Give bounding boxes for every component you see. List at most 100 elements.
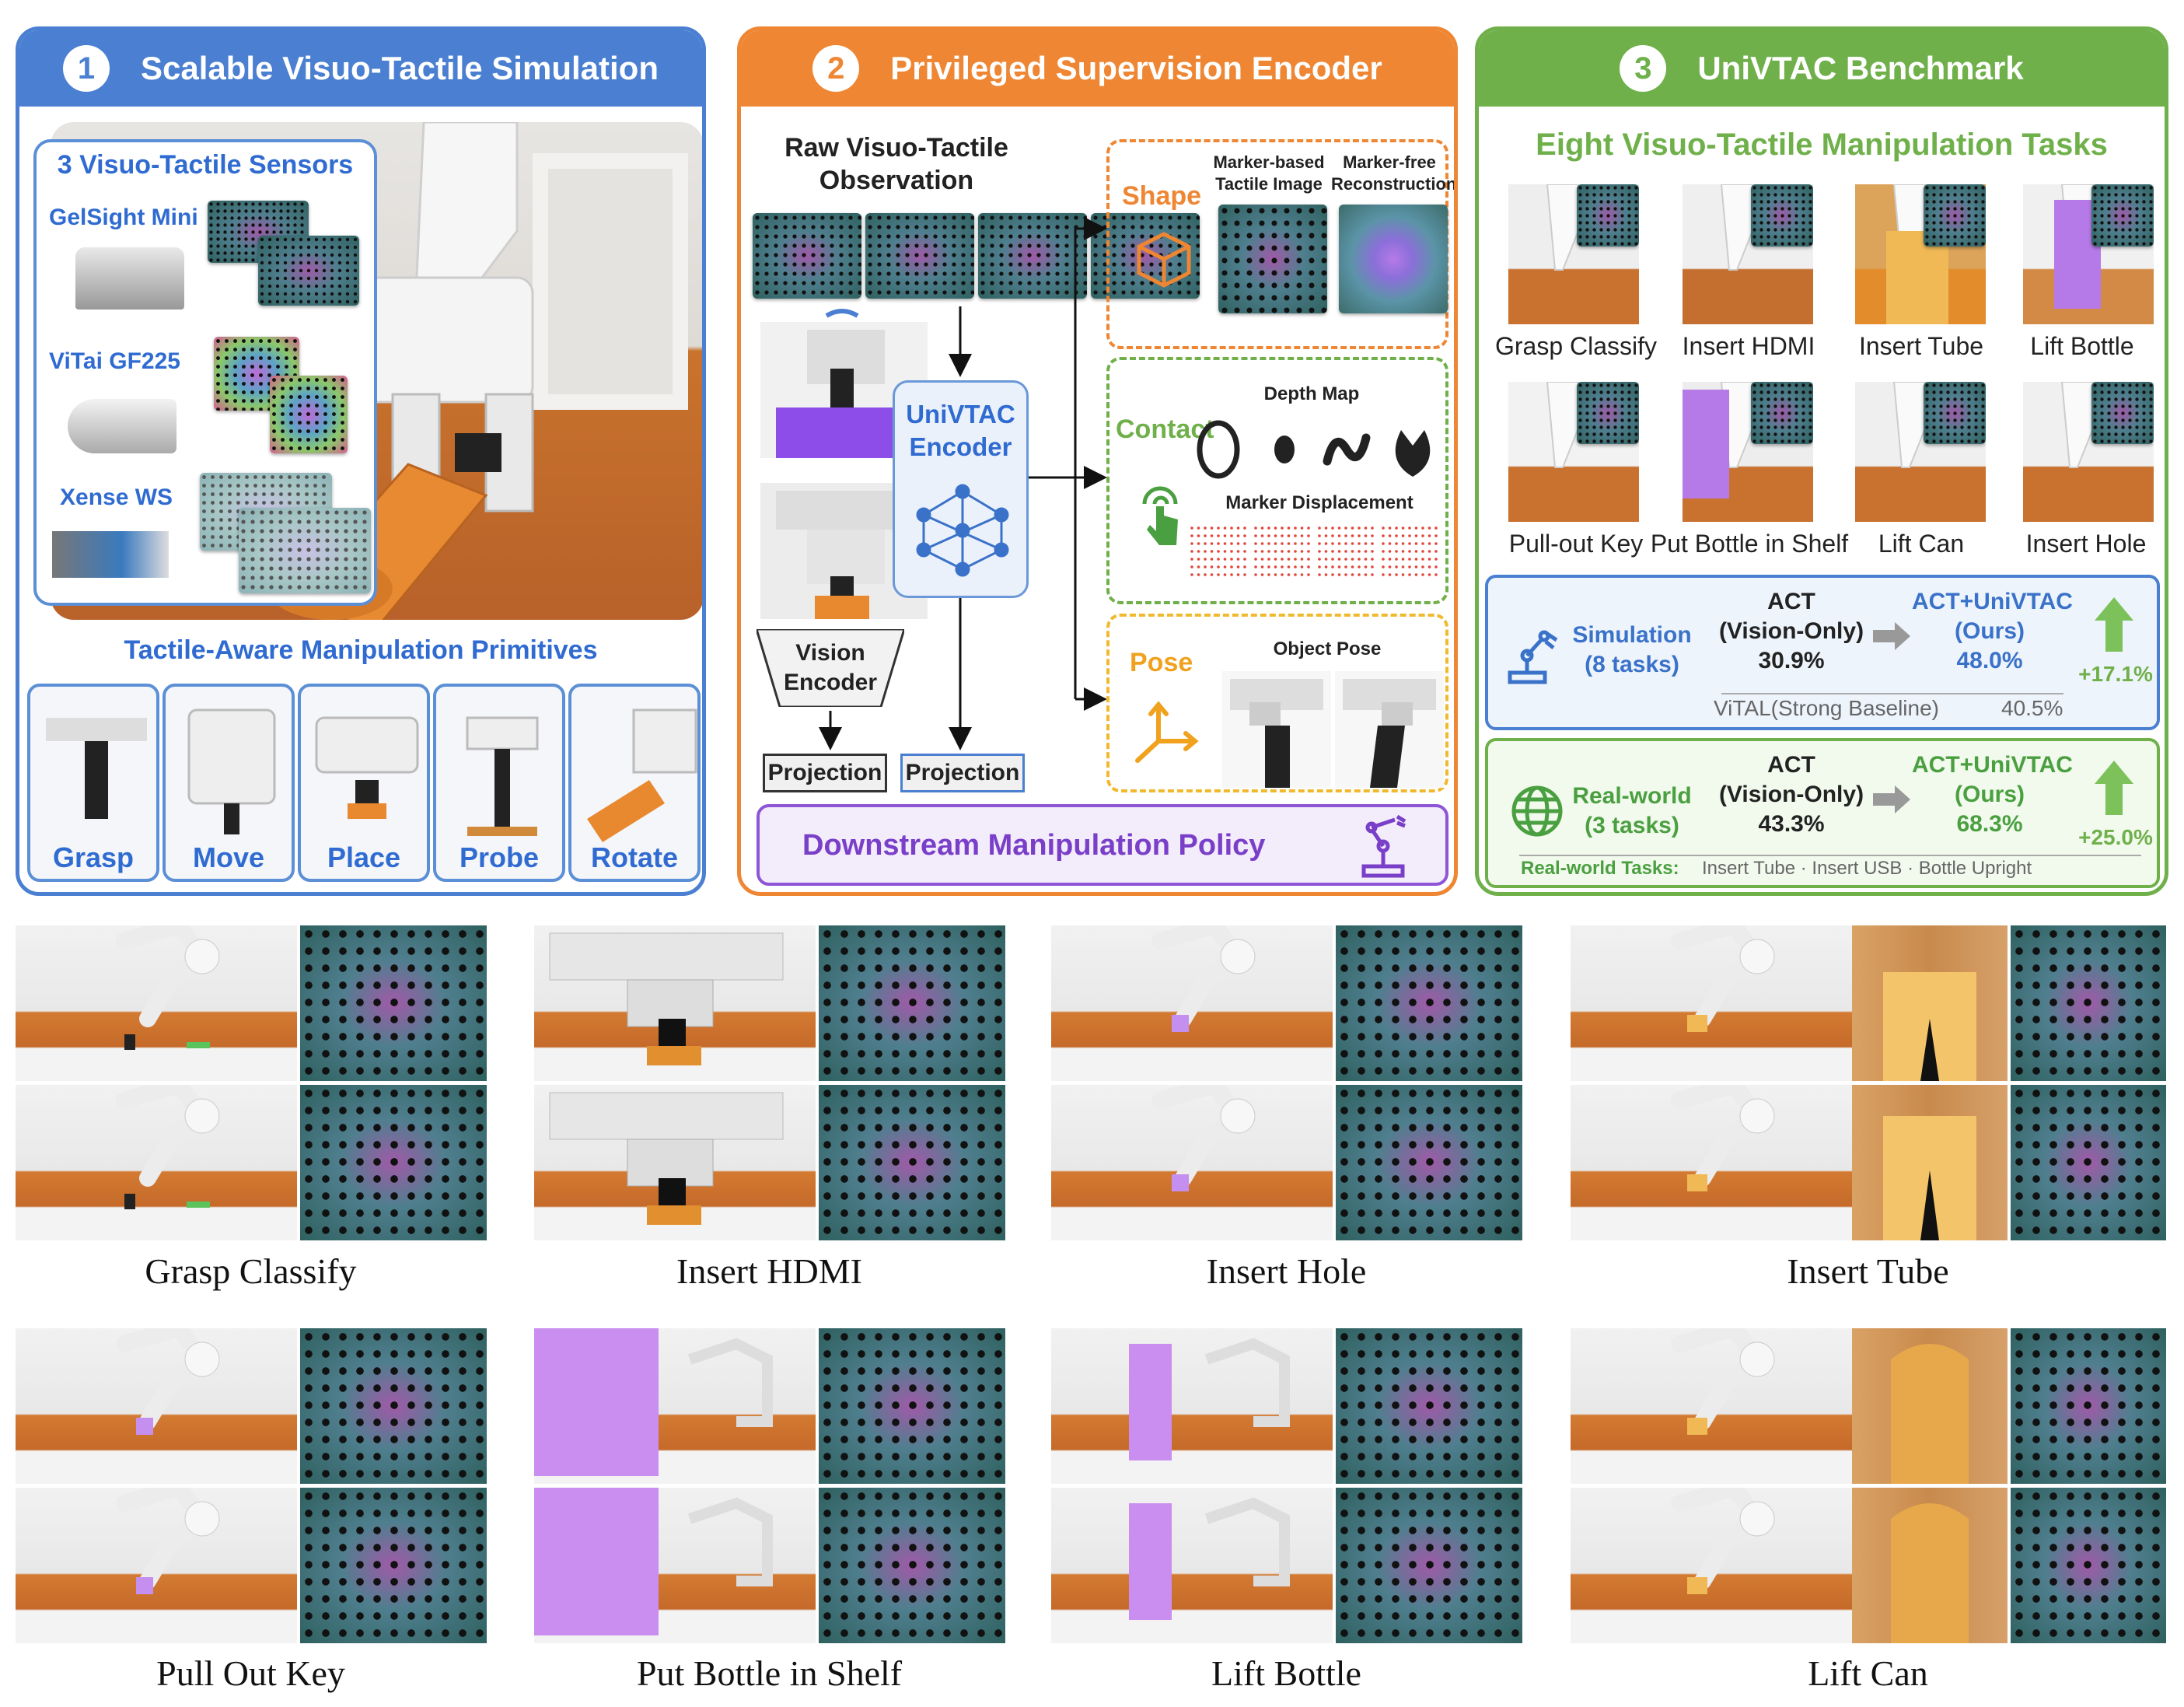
bottom-scene-6-view-2	[534, 1488, 816, 1643]
real-ours-line2: (Ours)	[1955, 782, 2025, 807]
arrow-right-icon	[1873, 622, 1910, 650]
panel-benchmark: 3 UniVTAC Benchmark Eight Visuo-Tactile …	[1475, 26, 2168, 896]
depth-map-label: Depth Map	[1263, 383, 1360, 404]
bottom-tactile-8-1	[2011, 1328, 2166, 1484]
real-act-line2: (Vision-Only)	[1718, 782, 1864, 807]
task-thumbnail-tactile-4	[2091, 184, 2154, 247]
task-thumbnail-tactile-6	[1751, 382, 1813, 444]
sim-gain: +17.1%	[2078, 662, 2153, 686]
cube-icon	[1137, 232, 1191, 288]
shape-label: Shape	[1122, 181, 1202, 211]
univtac-encoder-line1: UniVTAC	[906, 400, 1015, 428]
bottom-scene-6-view-1	[534, 1328, 816, 1484]
bottom-scene-4-closeup-2	[1852, 1085, 2008, 1240]
arrow-right-icon-2	[1873, 785, 1910, 813]
bottom-tactile-6-2	[819, 1488, 1005, 1643]
sim-label-line1: Simulation	[1572, 622, 1692, 648]
object-pose-label: Object Pose	[1273, 638, 1382, 659]
task-thumbnail-8	[2023, 382, 2154, 522]
univtac-encoder-line2: Encoder	[909, 432, 1012, 461]
primitive-move: Move	[162, 684, 295, 882]
globe-icon	[1511, 785, 1563, 837]
bottom-tactile-1-1	[300, 925, 487, 1081]
task-caption-6: Put Bottle in Shelf	[1650, 530, 1849, 558]
sensor-xense-tactile-2	[239, 508, 371, 593]
task-thumbnail-7	[1855, 382, 1986, 522]
sim-ours-line2: (Ours)	[1955, 618, 2025, 644]
bottom-caption-8: Lift Can	[1808, 1653, 1928, 1693]
bottom-tactile-7-1	[1336, 1328, 1522, 1484]
projection-left: Projection	[763, 754, 887, 792]
pose-box: Pose Object Pose	[1106, 614, 1448, 792]
bottom-scene-8-closeup-1	[1852, 1328, 2008, 1484]
projection-right: Projection	[900, 754, 1025, 792]
bottom-tactile-6-1	[819, 1328, 1005, 1484]
panel-benchmark-header: 3 UniVTAC Benchmark	[1479, 30, 2165, 107]
real-ours-value: 68.3%	[1956, 811, 2023, 837]
primitive-place: Place	[298, 684, 430, 882]
bottom-caption-7: Lift Bottle	[1211, 1653, 1361, 1693]
bottom-caption-5: Pull Out Key	[156, 1653, 345, 1693]
primitive-grasp-label: Grasp	[52, 841, 135, 873]
sim-results-box: Simulation (8 tasks) ACT (Vision-Only) 3…	[1485, 575, 2160, 730]
raw-observation-title-line1: Raw Visuo-Tactile	[784, 133, 1008, 163]
shape-col1-line2: Tactile Image	[1215, 174, 1323, 194]
bottom-tactile-2-1	[819, 925, 1005, 1081]
vision-encoder: Vision Encoder	[757, 629, 904, 707]
bottom-scene-7-view-1	[1051, 1328, 1333, 1484]
primitive-rotate: Rotate	[568, 684, 701, 882]
bottom-tactile-4-1	[2011, 925, 2166, 1081]
industrial-robot-icon	[1508, 630, 1558, 684]
sensors-title: 3 Visuo-Tactile Sensors	[57, 150, 354, 180]
sensor-vitai-tactile-1	[214, 337, 299, 411]
shape-box: Shape Marker-based Tactile Image Marker-…	[1106, 139, 1457, 349]
sensor-vitai-label: ViTai GF225	[49, 348, 180, 374]
sim-act-line1: ACT	[1767, 589, 1815, 614]
sensor-gelsight-device	[75, 247, 184, 310]
object-pose-view-1	[1222, 671, 1331, 788]
bottom-scene-8-view-2	[1571, 1488, 1852, 1643]
primitive-place-label: Place	[327, 841, 401, 873]
task-caption-8: Insert Hole	[2025, 530, 2147, 558]
task-caption-3: Insert Tube	[1858, 332, 1984, 360]
sensor-xense-label: Xense WS	[60, 484, 173, 510]
bottom-tactile-5-2	[300, 1488, 487, 1643]
bottom-scene-2-view-2	[534, 1085, 816, 1240]
real-label-line2: (3 tasks)	[1585, 813, 1679, 838]
real-label-line1: Real-world	[1572, 783, 1692, 809]
sensor-gelsight-label: GelSight Mini	[49, 205, 198, 230]
panel-benchmark-title: UniVTAC Benchmark	[1697, 50, 2024, 86]
step-number-1: 1	[63, 45, 110, 92]
panel-simulation-header: 1 Scalable Visuo-Tactile Simulation	[19, 30, 702, 107]
panel-encoder: 2 Privileged Supervision Encoder Raw Vis…	[737, 26, 1458, 896]
sim-ours-value: 48.0%	[1956, 648, 2023, 673]
task-caption-2: Insert HDMI	[1682, 332, 1815, 360]
primitive-grasp: Grasp	[27, 684, 159, 882]
contact-box: Contact Depth Map Marker Displacement	[1106, 357, 1448, 604]
marker-free-reconstruction-image	[1339, 205, 1448, 313]
raw-tactile-1	[753, 213, 861, 299]
bottom-caption-2: Insert HDMI	[676, 1251, 862, 1291]
task-thumbnail-3	[1855, 184, 1986, 324]
task-thumbnail-tactile-3	[1924, 184, 1986, 247]
primitive-move-label: Move	[192, 841, 265, 873]
bottom-scene-4-view-1	[1571, 925, 1852, 1081]
task-thumbnail-tactile-2	[1751, 184, 1813, 247]
univtac-encoder: UniVTAC Encoder	[893, 380, 1029, 598]
shape-col2-line2: Reconstruction	[1331, 174, 1457, 194]
marker-displacement-label: Marker Displacement	[1225, 492, 1413, 513]
panel-simulation-title: Scalable Visuo-Tactile Simulation	[141, 50, 659, 86]
object-pose-view-2	[1335, 671, 1444, 788]
pose-label: Pose	[1130, 648, 1193, 677]
up-arrow-icon-2	[2095, 761, 2133, 815]
step-number-3: 3	[1620, 45, 1667, 92]
primitive-rotate-label: Rotate	[590, 841, 678, 873]
real-act-value: 43.3%	[1758, 811, 1825, 837]
bottom-caption-4: Insert Tube	[1787, 1251, 1949, 1291]
bottom-caption-6: Put Bottle in Shelf	[636, 1653, 903, 1693]
panel-simulation: 1 Scalable Visuo-Tactile Simulation 3 Vi…	[16, 26, 706, 896]
tasks-title: Eight Visuo-Tactile Manipulation Tasks	[1536, 128, 2108, 162]
downstream-policy-box: Downstream Manipulation Policy	[757, 804, 1448, 886]
contact-label: Contact	[1116, 415, 1214, 444]
bottom-scene-1-view-1	[16, 925, 297, 1081]
